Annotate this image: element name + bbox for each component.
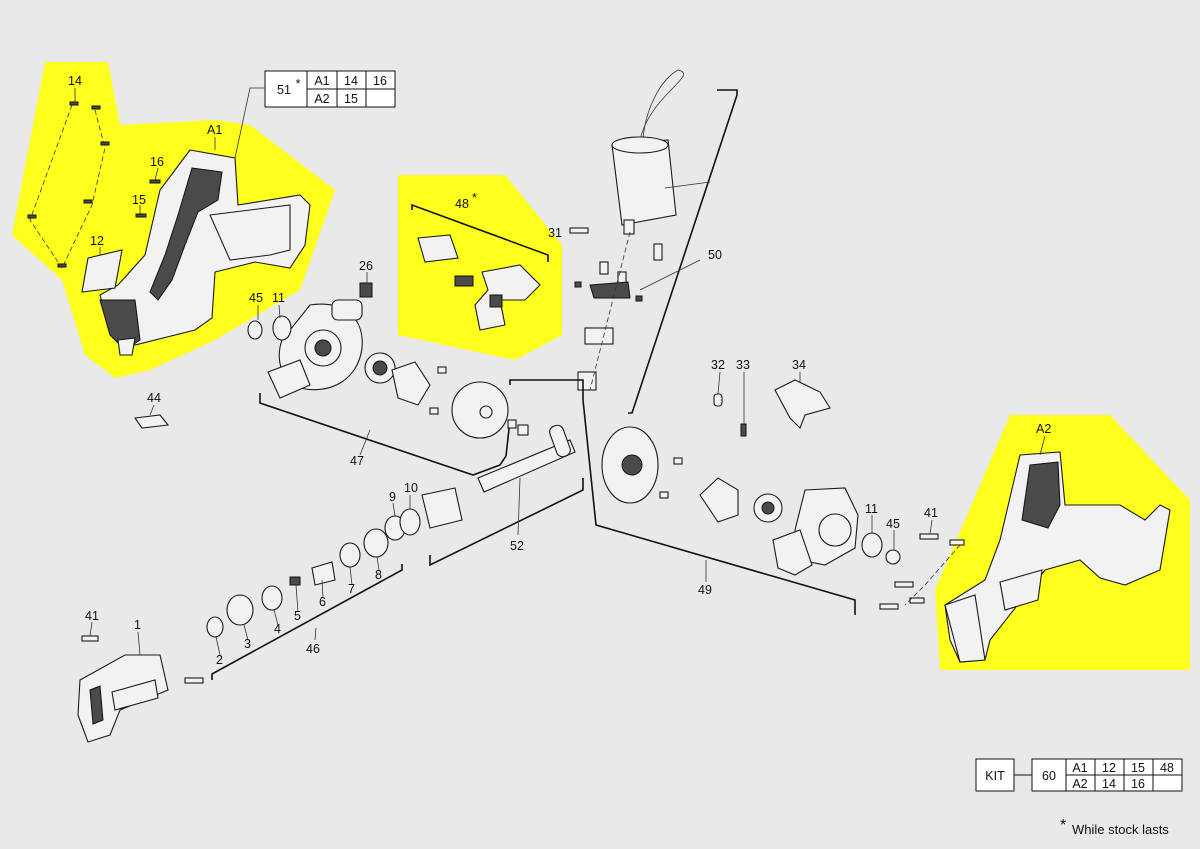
part-label-52: 52 [510, 539, 524, 553]
kit-number: 60 [1042, 769, 1056, 783]
part-label-16: 16 [150, 155, 164, 169]
part-label-44: 44 [147, 391, 161, 405]
kit-r0c2: 15 [1131, 761, 1145, 775]
plunger-assembly-52 [421, 419, 584, 567]
table51-r0c1: 14 [344, 74, 358, 88]
part-label-48-asterisk: * [472, 191, 477, 205]
part-label-7: 7 [348, 582, 355, 596]
footnote-text: While stock lasts [1072, 822, 1169, 837]
end-cover-1 [77, 635, 204, 743]
part-label-9: 9 [389, 490, 396, 504]
screw-motor-b [653, 243, 663, 261]
part-label-10: 10 [404, 481, 418, 495]
footnote-star: * [1060, 817, 1066, 834]
kit-r0c3: 48 [1160, 761, 1174, 775]
part-label-45-left: 45 [249, 291, 263, 305]
kit-r1c0: A2 [1072, 777, 1087, 791]
part-label-a1: A1 [207, 123, 222, 137]
label-plate-12 [81, 249, 123, 293]
kit-label: KIT [985, 769, 1005, 783]
part-label-15: 15 [132, 193, 146, 207]
part-label-6: 6 [319, 595, 326, 609]
part-label-4: 4 [274, 622, 281, 636]
pad-44 [134, 414, 170, 429]
kit-r0c0: A1 [1072, 761, 1087, 775]
part-label-41-right: 41 [924, 506, 938, 520]
part-label-33: 33 [736, 358, 750, 372]
kit-r0c1: 12 [1102, 761, 1116, 775]
kit-r1c1: 14 [1102, 777, 1116, 791]
gear-housing-49 [509, 379, 901, 615]
part-label-41-left: 41 [85, 609, 99, 623]
part-label-26: 26 [359, 259, 373, 273]
table51-r0c0: A1 [314, 74, 329, 88]
part-label-11-left: 11 [272, 291, 285, 305]
part-label-45-right: 45 [886, 517, 900, 531]
table51-r1c0: A2 [314, 92, 329, 106]
highlight-switch-48 [398, 175, 562, 360]
table51-head: 51 [277, 83, 291, 97]
gear-housing-47 [247, 282, 511, 476]
part-label-34: 34 [792, 358, 806, 372]
part-label-50: 50 [708, 248, 722, 262]
pin-32 [713, 393, 723, 407]
part-label-31: 31 [548, 226, 562, 240]
switch-assembly-48 [411, 203, 549, 331]
screw-15 [135, 213, 147, 218]
screw-31 [569, 227, 589, 234]
table51-asterisk: * [296, 77, 301, 91]
housing-half-a2 [944, 451, 1171, 663]
table-51: 51 * A1 14 16 A2 15 [264, 70, 396, 108]
part-label-2: 2 [216, 653, 223, 667]
gear-assembly-46 [206, 528, 403, 680]
part-label-48: 48 [455, 197, 469, 211]
part-label-1: 1 [134, 618, 141, 632]
part-label-a2: A2 [1036, 422, 1051, 436]
part-label-49: 49 [698, 583, 712, 597]
table51-r1c1: 15 [344, 92, 358, 106]
part-label-14: 14 [68, 74, 82, 88]
part-label-5: 5 [294, 609, 301, 623]
table51-r0c2: 16 [373, 74, 387, 88]
screw-set-14 [27, 101, 110, 269]
part-label-46: 46 [306, 642, 320, 656]
bracket-34 [774, 379, 831, 429]
part-label-11-right: 11 [865, 502, 878, 516]
screw-16 [149, 179, 161, 184]
spring-33 [740, 423, 747, 437]
part-label-12: 12 [90, 234, 104, 248]
housing-half-a1 [99, 149, 311, 356]
part-label-47: 47 [350, 454, 364, 468]
part-label-3: 3 [244, 637, 251, 651]
part-label-8: 8 [375, 568, 382, 582]
ring-10 [399, 508, 421, 536]
part-label-32: 32 [711, 358, 725, 372]
screws-41-right [879, 533, 965, 610]
kit-r1c2: 16 [1131, 777, 1145, 791]
kit-table: KIT 60 A1 12 15 48 A2 14 16 [975, 758, 1183, 792]
